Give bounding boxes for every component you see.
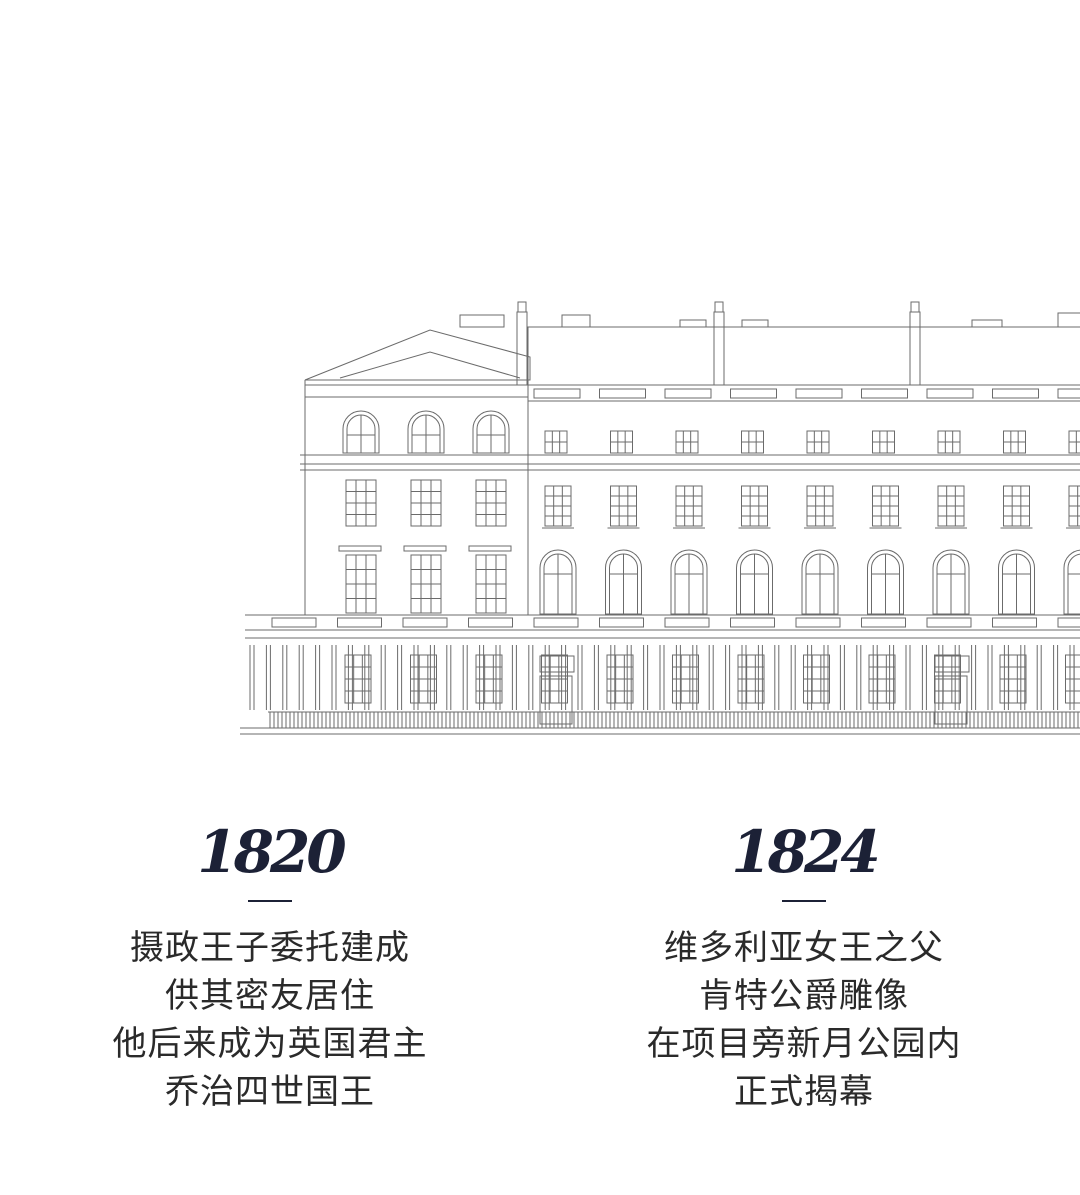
attic-balustrade [533,388,581,399]
description-line: 他后来成为英国君主 [112,1024,428,1064]
arched-window [1063,549,1080,615]
roof-vent [741,319,769,328]
roof-vent [1057,312,1080,328]
fanlight [539,655,575,673]
description-line: 摄政王子委托建成 [130,928,410,968]
window-hood [468,545,512,552]
attic-balustrade [992,388,1039,399]
arched-window [998,549,1035,615]
door [934,675,968,725]
balcony-balustrade [337,617,382,628]
attic-balustrade [795,388,843,399]
arched-window [342,410,380,454]
attic-balustrade [1057,388,1080,399]
description-line: 肯特公爵雕像 [699,976,909,1016]
balcony-balustrade [795,617,841,628]
arched-window [670,549,708,615]
balcony-balustrade [533,617,579,628]
arched-window [932,549,970,615]
chimney-cap [517,301,527,313]
balcony-balustrade [599,617,644,628]
timeline-entry-1820: 1820 摄政王子委托建成 供其密友居住 他后来成为英国君主 乔治四世国王 [100,810,440,1116]
pediment [304,329,531,381]
timeline-entry-1824: 1824 维多利亚女王之父 肯特公爵雕像 在项目旁新月公园内 正式揭幕 [634,810,974,1116]
balcony-balustrade [664,617,710,628]
balcony-balustrade [271,617,317,628]
roof-vent [971,319,1003,328]
door [539,675,573,725]
year-label: 1820 [197,818,346,886]
balcony-balustrade [926,617,972,628]
window-hood [338,545,382,552]
balcony-balustrade [1057,617,1080,628]
balcony-balustrade [861,617,906,628]
fanlight [934,655,970,673]
balcony-balustrade [992,617,1037,628]
arched-window [736,549,773,615]
cornice [304,384,529,398]
year-label: 1824 [731,818,880,886]
pediment-inner [339,351,521,379]
description-line: 维多利亚女王之父 [664,928,944,968]
balcony-balustrade [468,617,513,628]
roof-vent [561,314,591,328]
chimney [516,311,528,386]
arched-window [867,549,904,615]
roof-vent [679,319,707,328]
description-line: 供其密友居住 [165,976,375,1016]
roof-vent [459,314,505,328]
balcony-balustrade [402,617,448,628]
arched-window [605,549,642,615]
building-facade-illustration [240,301,1080,735]
attic-balustrade [599,388,646,399]
balcony-balustrade [730,617,775,628]
description-line: 乔治四世国王 [165,1072,375,1112]
arched-window [472,410,510,454]
arch-frame [1067,553,1080,614]
chimney-cap [714,301,724,313]
chimney-cap [910,301,920,313]
roof [527,326,1080,386]
description-line: 在项目旁新月公园内 [646,1024,962,1064]
description-line: 正式揭幕 [734,1072,874,1112]
window-hood [403,545,447,552]
arched-window [407,410,445,454]
year-underline [248,900,292,902]
attic-balustrade [664,388,712,399]
attic-balustrade [861,388,908,399]
chimney [713,311,725,386]
arched-window [539,549,577,615]
year-underline [782,900,826,902]
attic-balustrade [926,388,974,399]
chimney [909,311,921,386]
arched-window [801,549,839,615]
attic-balustrade [730,388,777,399]
